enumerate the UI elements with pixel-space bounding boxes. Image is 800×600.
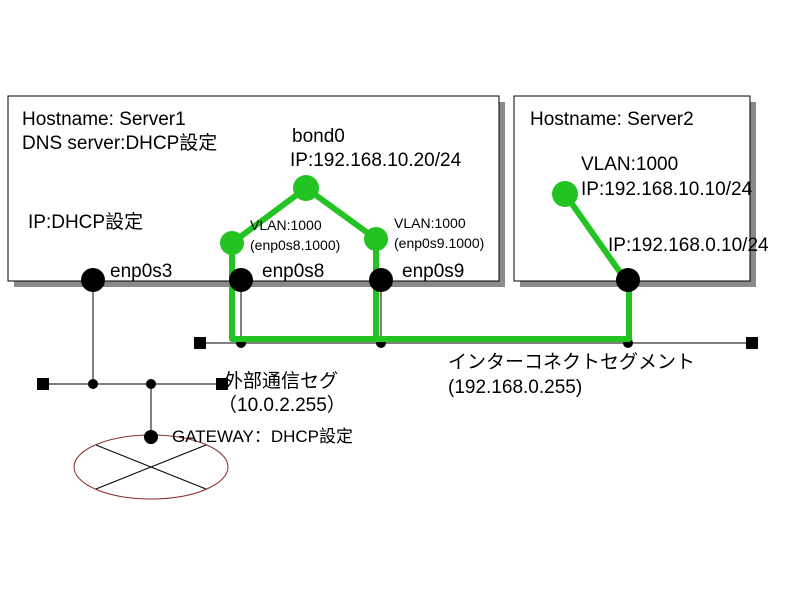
bond0-ip: IP:192.168.10.20/24 [290, 150, 462, 171]
server1-dns: DNS server:DHCP設定 [22, 133, 218, 154]
interconnect-end-right [746, 337, 758, 349]
server2-nic-node [616, 268, 640, 292]
router-cross-2 [95, 444, 207, 490]
enp0s3-label: enp0s3 [110, 261, 173, 282]
bond0-node [293, 175, 319, 201]
external-segment-end-left [37, 378, 49, 390]
interconnect-end-left [194, 337, 206, 349]
server2-vlan-node [552, 181, 578, 207]
bond0-name: bond0 [292, 126, 345, 147]
enp0s9-label: enp0s9 [402, 261, 465, 282]
server2-vlan: VLAN:1000 [581, 154, 679, 175]
vlan-left-node [220, 231, 244, 255]
server1-hostname: Hostname: Server1 [22, 109, 186, 130]
external-node-enp0s3 [88, 379, 98, 389]
enp0s9-node [369, 268, 393, 292]
external-segment-name: 外部通信セグ [224, 371, 339, 392]
bond-link-right [304, 185, 378, 242]
vlan-left-iface: (enp0s8.1000) [250, 237, 341, 253]
vlan-path [229, 192, 632, 342]
interconnect-segment-address: (192.168.0.255) [448, 377, 583, 398]
bond-link-left [230, 185, 308, 246]
server1-box [7, 95, 500, 282]
external-segment-end-right [216, 378, 228, 390]
server2-ip: IP:192.168.0.10/24 [608, 235, 769, 256]
enp0s3-node [81, 268, 105, 292]
vlan-right-iface: (enp0s9.1000) [394, 235, 485, 251]
gateway-label: GATEWAY：DHCP設定 [172, 427, 354, 446]
external-segment-address: （10.0.2.255） [218, 395, 346, 416]
server2-vlan-ip: IP:192.168.10.10/24 [581, 179, 753, 200]
enp0s8-node [229, 268, 253, 292]
server1-ip: IP:DHCP設定 [28, 212, 144, 233]
vlan-right-id: VLAN:1000 [394, 215, 466, 231]
server2-hostname: Hostname: Server2 [530, 109, 694, 130]
vlan-left-id: VLAN:1000 [250, 217, 322, 233]
enp0s8-label: enp0s8 [262, 261, 325, 282]
interconnect-segment-name: インターコネクトセグメント [448, 352, 696, 373]
vlan-right-node [364, 227, 388, 251]
gateway-node [144, 430, 158, 444]
